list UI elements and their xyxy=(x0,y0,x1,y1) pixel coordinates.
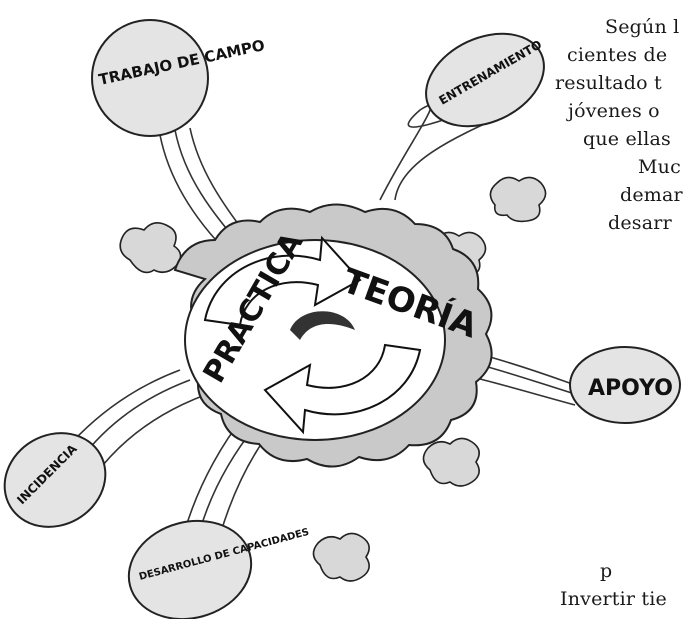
text-line-9: p xyxy=(600,560,612,582)
text-line-6: Muc xyxy=(638,156,681,178)
text-line-1: Según l xyxy=(605,16,679,38)
text-line-3: resultado t xyxy=(555,72,662,94)
text-line-7: demar xyxy=(620,184,683,206)
text-line-5: que ellas xyxy=(583,128,671,150)
text-line-8: desarr xyxy=(608,212,672,234)
text-line-4: jóvenes o xyxy=(568,100,660,122)
text-line-2: cientes de xyxy=(567,44,667,66)
bubble-apoyo-label: APOYO xyxy=(588,376,673,401)
text-line-10: Invertir tie xyxy=(560,588,667,610)
